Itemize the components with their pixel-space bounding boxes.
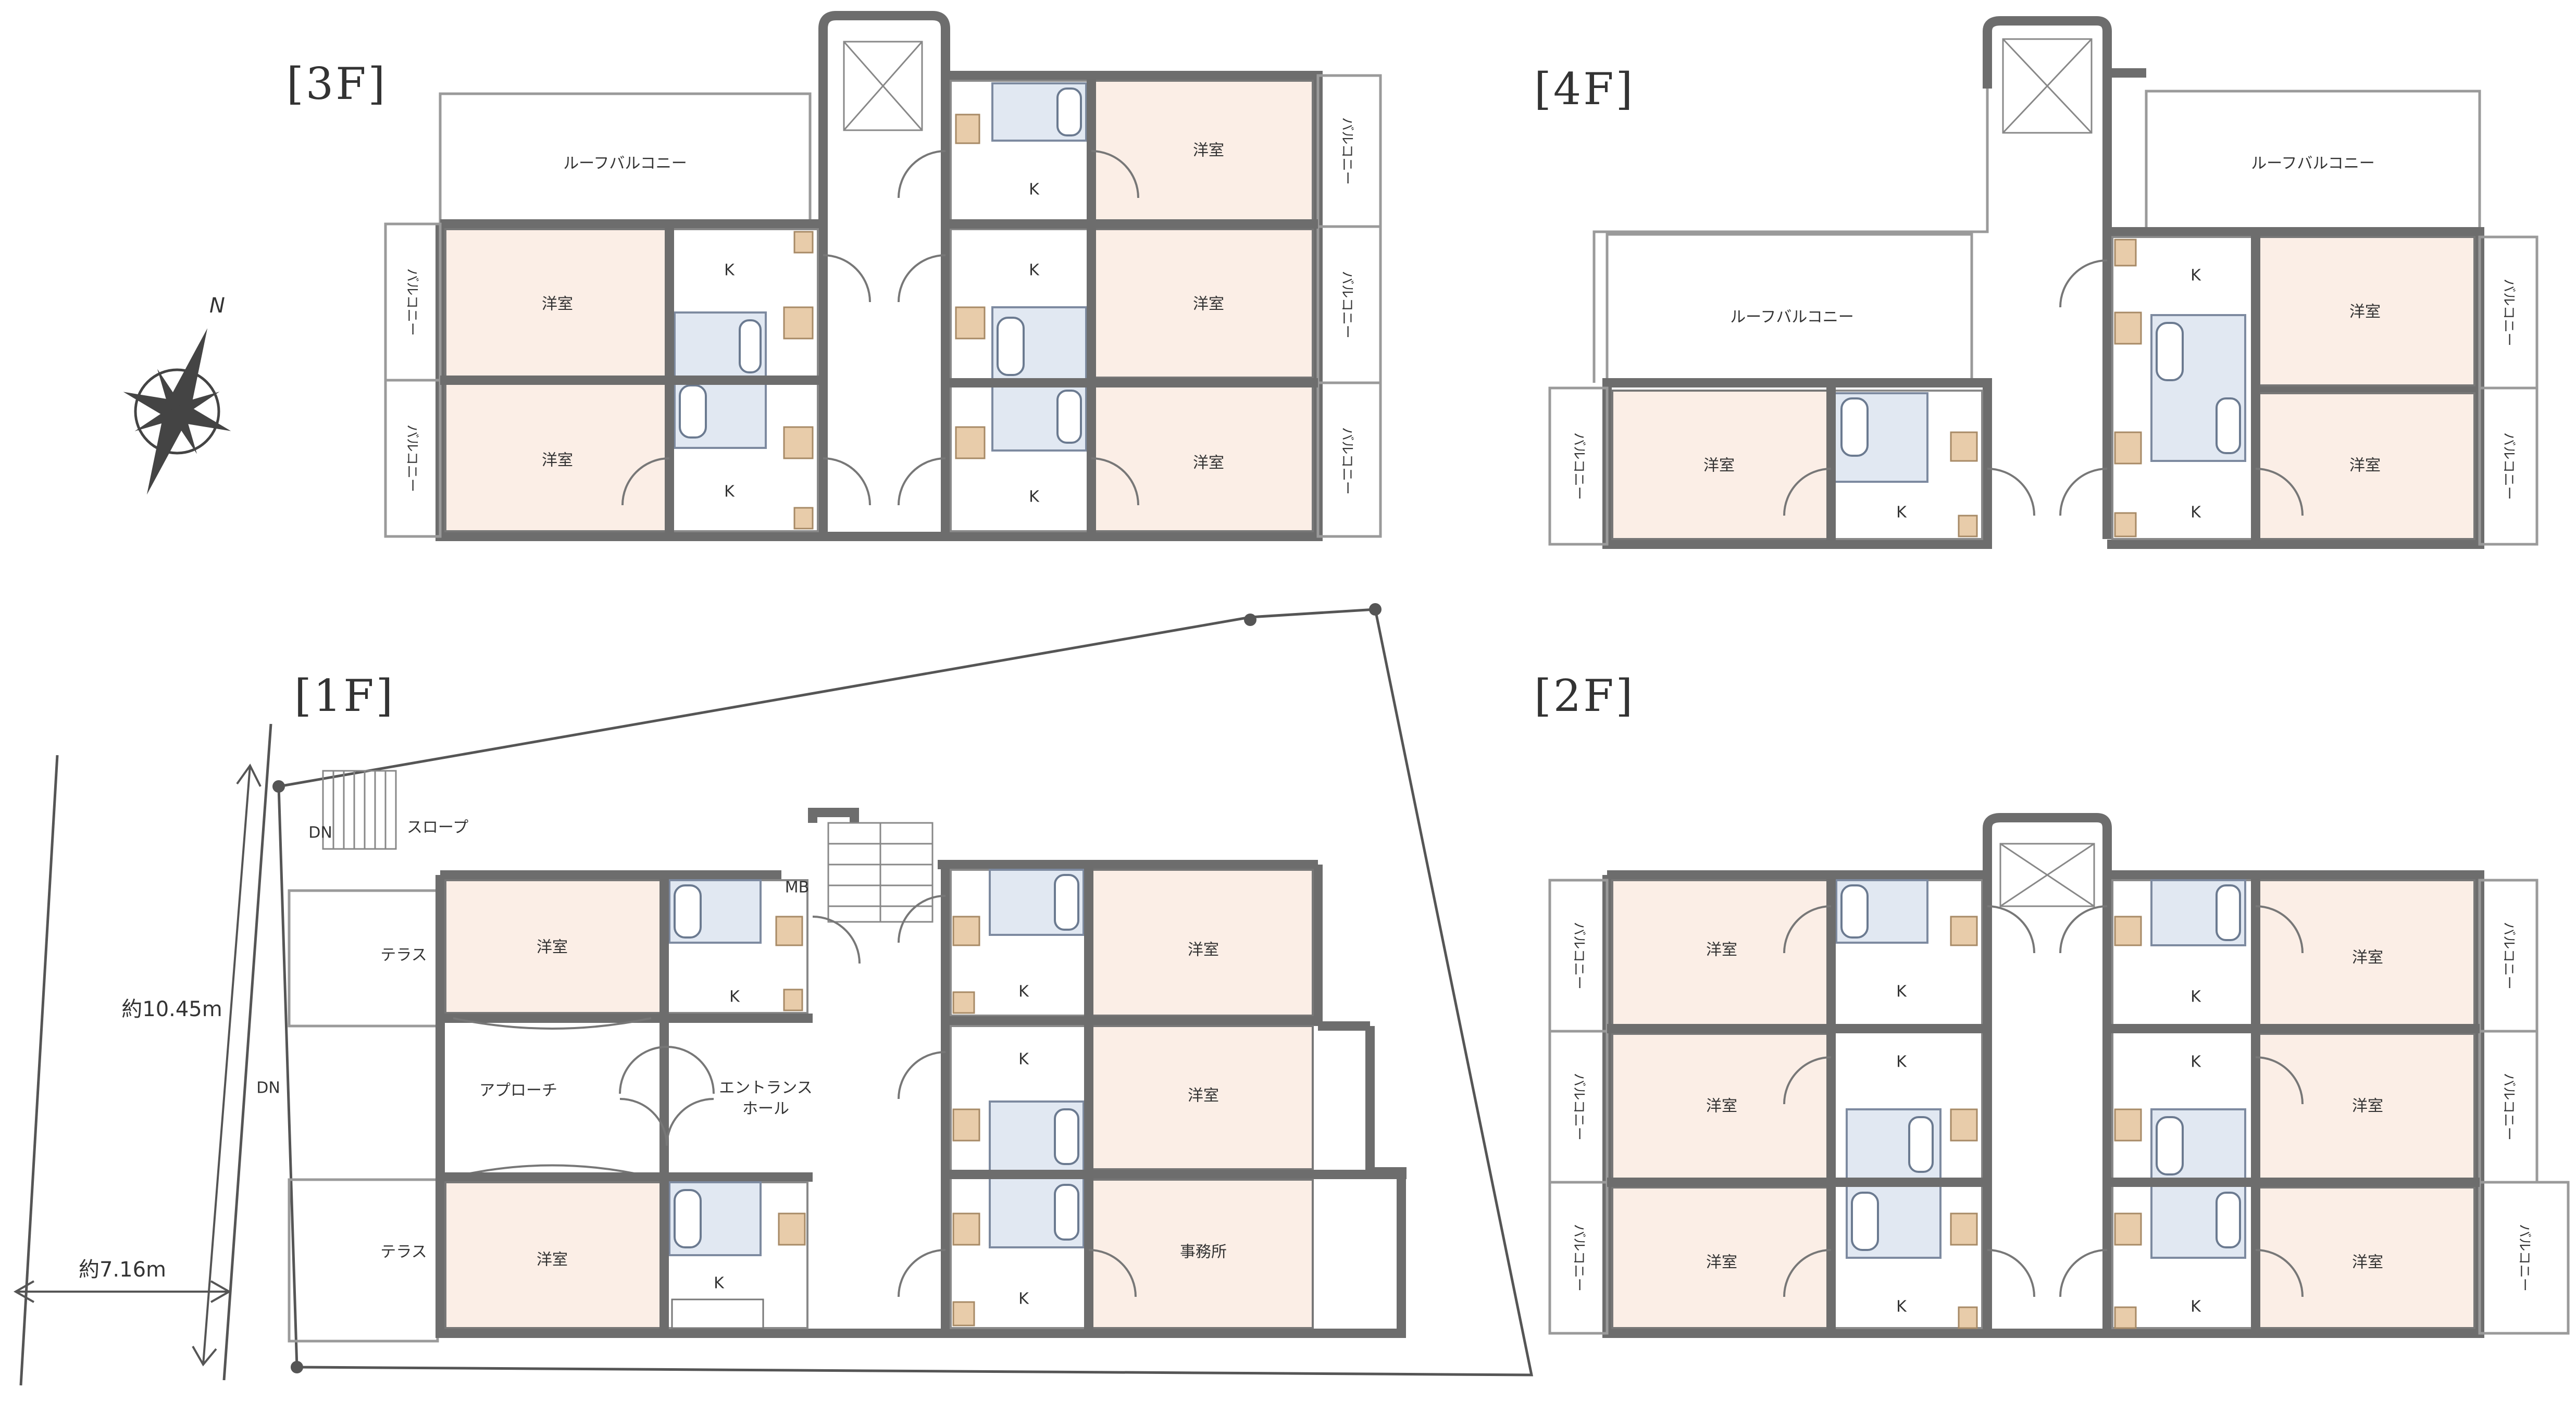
room-label-4f-1: 洋室 xyxy=(1703,457,1735,475)
k-label-3f-5: K xyxy=(1029,488,1040,506)
room-label-2f-1: 洋室 xyxy=(1706,941,1737,959)
k-label-4f-2: K xyxy=(2191,267,2201,285)
balcony-label-3f-l1: バルコニー xyxy=(404,268,420,335)
room-label-4f-2: 洋室 xyxy=(2349,303,2381,321)
balcony-label-3f-l2: バルコニー xyxy=(404,424,420,492)
site-boundary xyxy=(277,608,1534,1377)
room-label-2f-2: 洋室 xyxy=(1706,1097,1737,1116)
k-label-1f-2: K xyxy=(714,1274,725,1293)
stair-tower-2f xyxy=(1983,813,2112,859)
room-label-3f-2: 洋室 xyxy=(542,452,573,470)
room-label-2f-3: 洋室 xyxy=(1706,1254,1737,1272)
k-label-1f-1: K xyxy=(729,988,740,1006)
balcony-label-2f-l1: バルコニー xyxy=(1571,922,1587,989)
k-label-2f-6: K xyxy=(2191,1298,2201,1316)
k-label-2f-5: K xyxy=(2191,1053,2201,1071)
balcony-label-3f-r3: バルコニー xyxy=(1339,427,1355,494)
dn-label-2: DN xyxy=(256,1079,280,1097)
floor-label-3f: [3F] xyxy=(287,58,387,109)
k-label-3f-1: K xyxy=(724,261,735,280)
floor-label-2f: [2F] xyxy=(1534,670,1635,721)
slope-steps xyxy=(322,770,397,850)
floor-3f: ルーフバルコニー バルコニー バルコニー バルコニー バルコニー バルコニー 洋… xyxy=(384,11,1382,541)
floor-1f: 約10.45m 約7.16m スロープ DN DN テラス テラス xyxy=(13,603,1534,1386)
approach-label: アプローチ xyxy=(479,1082,557,1100)
room-label-1f-2: 洋室 xyxy=(537,1251,568,1269)
room-label-2f-5: 洋室 xyxy=(2352,1097,2383,1116)
entrance-hall-label-2: ホール xyxy=(742,1100,789,1118)
slope-label: スロープ xyxy=(407,819,468,837)
k-label-4f-1: K xyxy=(1896,504,1907,522)
k-label-2f-2: K xyxy=(1896,1053,1907,1071)
room-label-3f-3: 洋室 xyxy=(1193,142,1224,160)
room-label-3f-4: 洋室 xyxy=(1193,295,1224,314)
dimension-line-vertical xyxy=(202,765,251,1365)
k-label-3f-2: K xyxy=(724,483,735,501)
compass-rose-icon: N xyxy=(123,294,231,495)
dimension-vertical: 約10.45m xyxy=(121,997,222,1021)
k-label-3f-3: K xyxy=(1029,181,1040,199)
roof-balcony-label-4f-right: ルーフバルコニー xyxy=(2251,155,2375,173)
floor-label-4f: [4F] xyxy=(1534,64,1635,115)
balcony-label-4f-r2: バルコニー xyxy=(2501,432,2517,499)
room-label-2f-4: 洋室 xyxy=(2352,949,2383,967)
entrance-hall-label-1: エントランス xyxy=(719,1079,812,1097)
k-label-2f-4: K xyxy=(2191,988,2201,1006)
balcony-label-4f-r1: バルコニー xyxy=(2501,279,2517,346)
floor-4f: ルーフバルコニー ルーフバルコニー バルコニー バルコニー バルコニー 洋室 K xyxy=(1548,16,2538,549)
balcony-label-3f-r1: バルコニー xyxy=(1339,117,1355,184)
room-label-1f-4: 洋室 xyxy=(1188,1087,1219,1105)
terrace-label-1: テラス xyxy=(380,946,427,965)
room-label-3f-5: 洋室 xyxy=(1193,454,1224,472)
room-label-1f-1: 洋室 xyxy=(537,939,568,957)
room-label-2f-6: 洋室 xyxy=(2352,1254,2383,1272)
balcony-label-2f-l2: バルコニー xyxy=(1571,1073,1587,1140)
k-label-2f-3: K xyxy=(1896,1298,1907,1316)
office-label: 事務所 xyxy=(1180,1243,1227,1261)
floor-label-1f: [1F] xyxy=(294,670,395,721)
terrace-label-2: テラス xyxy=(380,1243,427,1261)
compass-north-label: N xyxy=(209,294,225,318)
balcony-label-4f-l: バルコニー xyxy=(1571,432,1587,499)
meter-label-1f-1: MB xyxy=(785,879,809,897)
k-label-4f-3: K xyxy=(2191,504,2201,522)
dn-label-1: DN xyxy=(308,824,332,842)
stair-tower-4f xyxy=(1983,16,2112,539)
stair-tower-3f xyxy=(818,11,950,536)
room-label-3f-1: 洋室 xyxy=(542,295,573,314)
dimension-horizontal: 約7.16m xyxy=(79,1258,166,1282)
k-label-1f-3: K xyxy=(1018,983,1029,1001)
room-label-4f-3: 洋室 xyxy=(2349,457,2381,475)
room-label-1f-3: 洋室 xyxy=(1188,941,1219,959)
k-label-3f-4: K xyxy=(1029,261,1040,280)
stairs-1f xyxy=(827,822,934,923)
floor-2f: バルコニー バルコニー バルコニー バルコニー バルコニー バルコニー 洋室 洋… xyxy=(1548,813,2570,1338)
balcony-label-2f-r3: バルコニー xyxy=(2517,1224,2532,1291)
k-label-1f-4: K xyxy=(1018,1050,1029,1069)
k-label-2f-1: K xyxy=(1896,983,1907,1001)
balcony-label-2f-r2: バルコニー xyxy=(2501,1073,2517,1140)
balcony-label-3f-r2: バルコニー xyxy=(1339,271,1355,338)
stairs-3f xyxy=(843,41,923,131)
roof-balcony-label-3f: ルーフバルコニー xyxy=(563,155,687,173)
balcony-label-2f-r1: バルコニー xyxy=(2501,922,2517,989)
k-label-1f-5: K xyxy=(1018,1290,1029,1308)
outer-wall-1f xyxy=(435,875,1406,1338)
roof-balcony-label-4f-left: ルーフバルコニー xyxy=(1730,308,1854,327)
balcony-label-2f-l3: バルコニー xyxy=(1571,1224,1587,1291)
